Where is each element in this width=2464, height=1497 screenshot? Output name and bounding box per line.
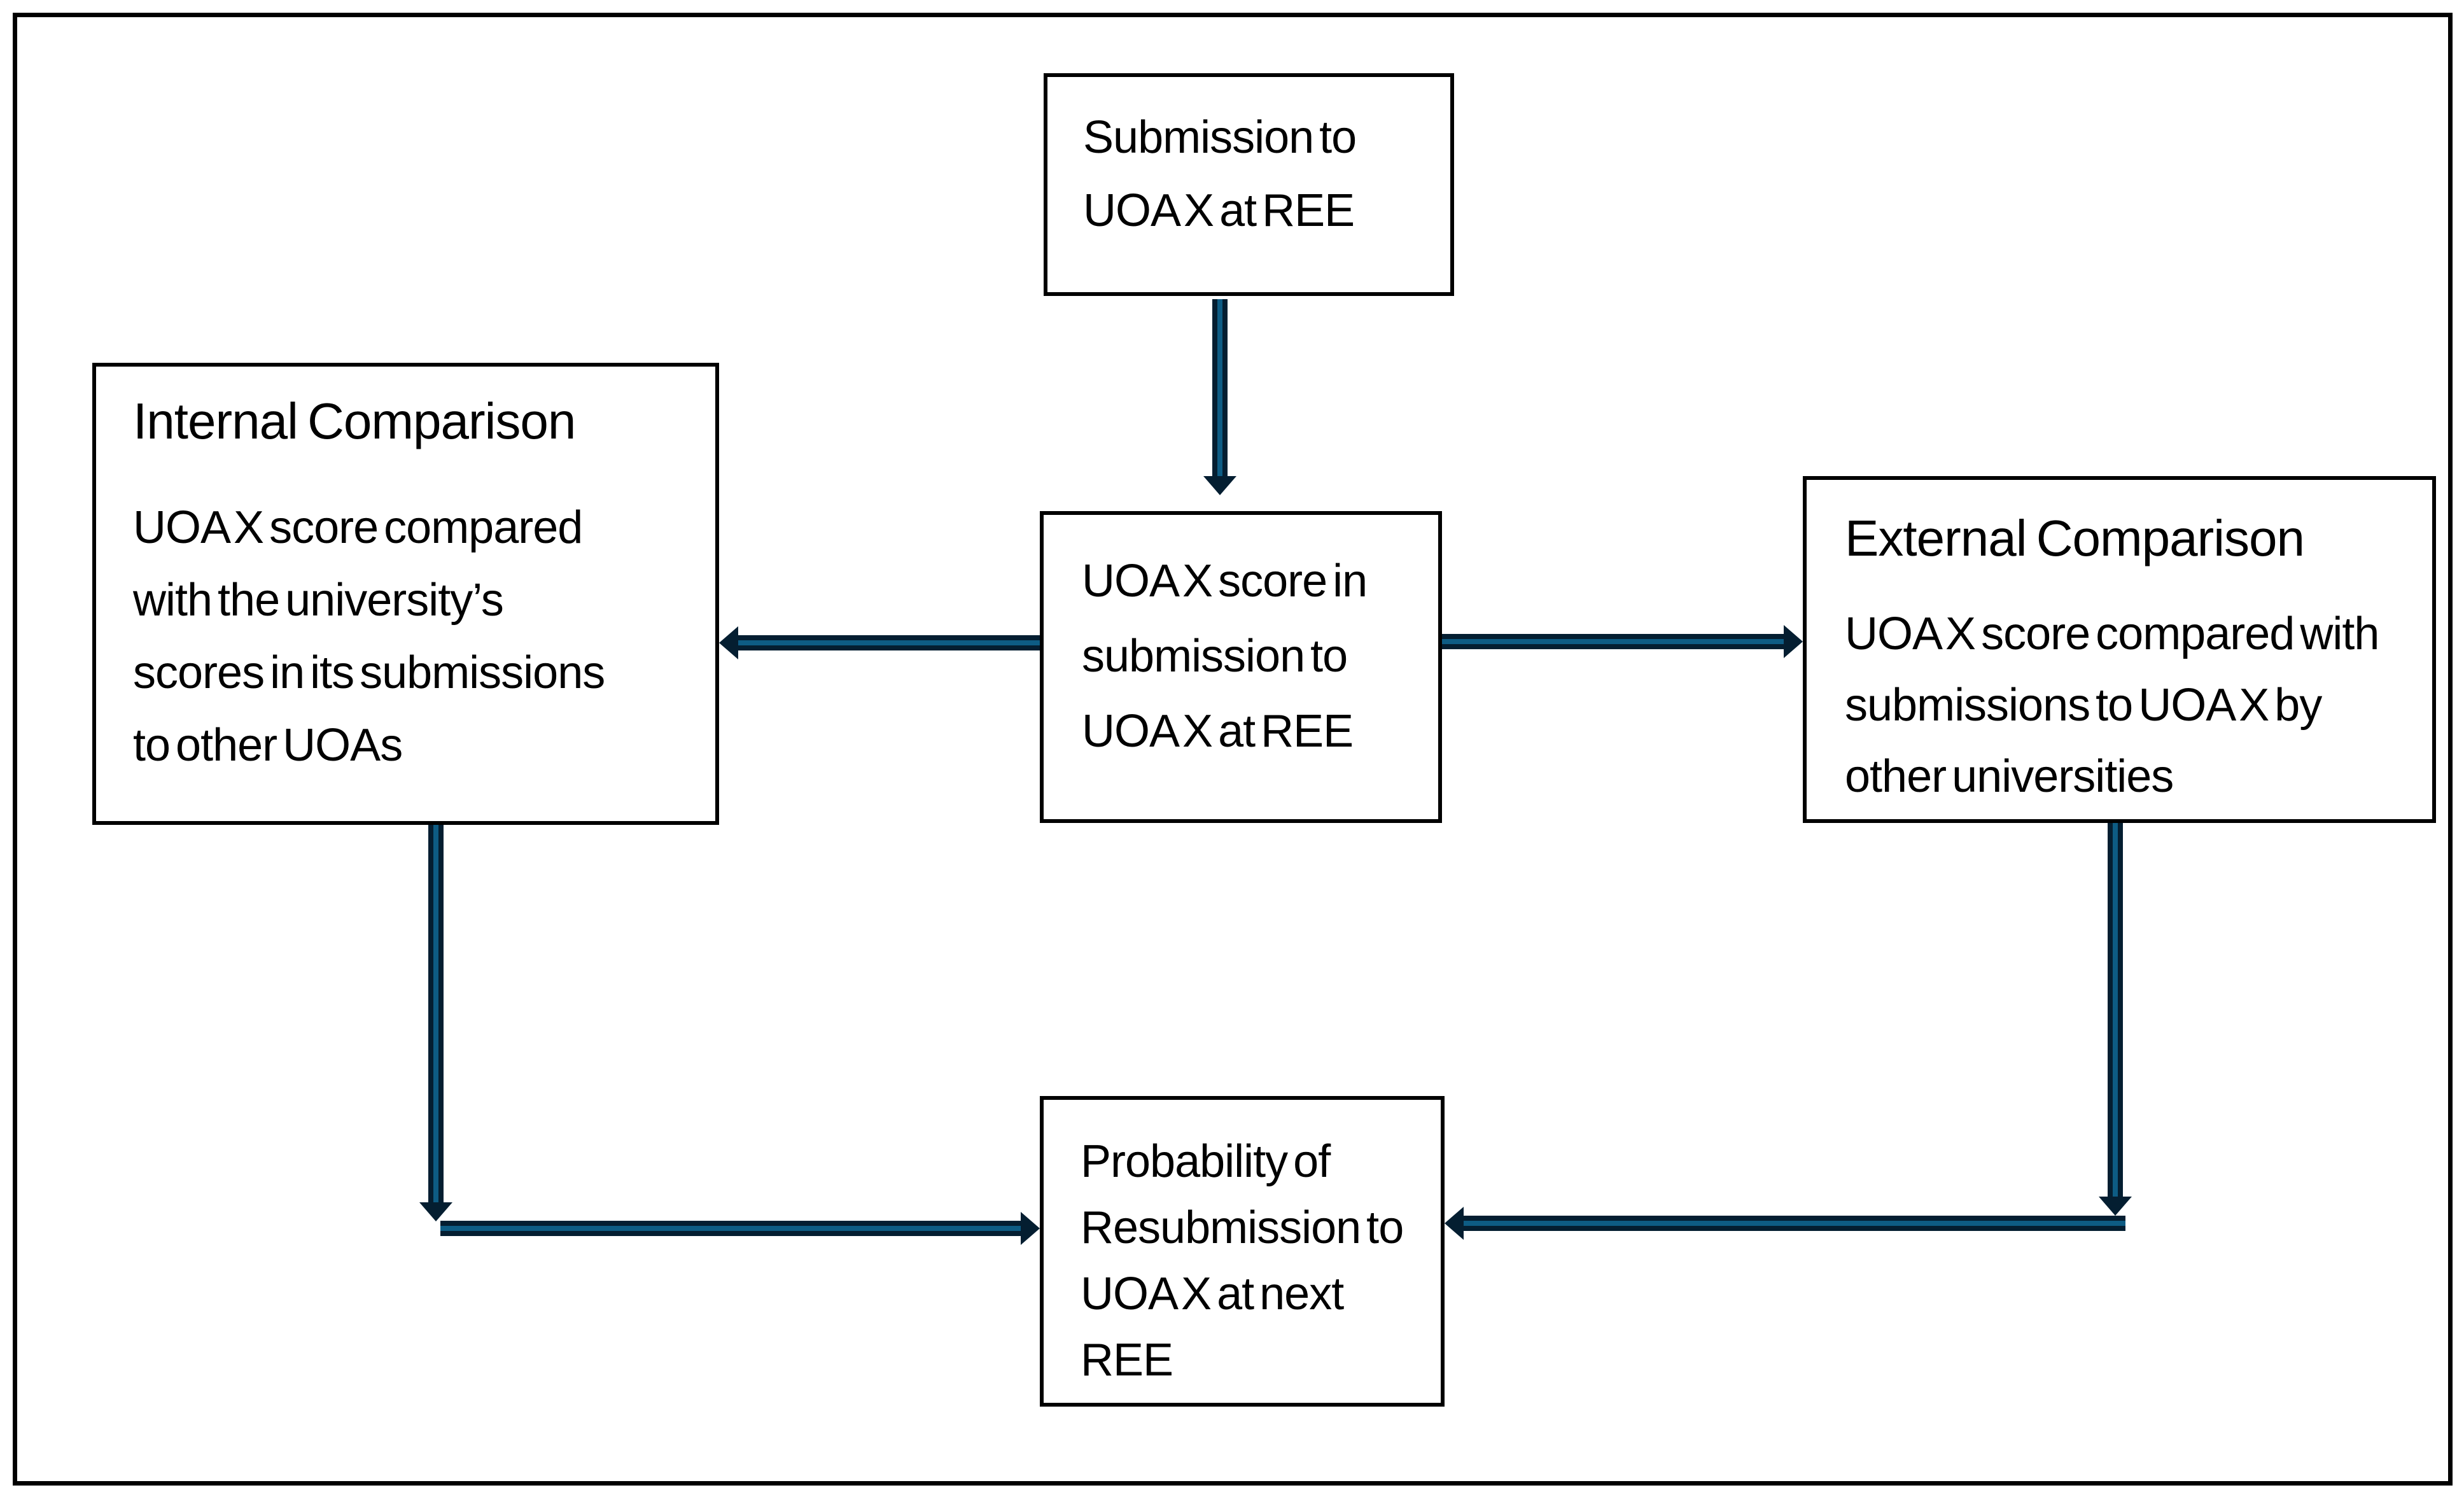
- probability-box-line: Resubmission to: [1081, 1202, 1404, 1253]
- score-box-line: UOA X score in: [1082, 556, 1368, 607]
- arrow-score-to-external-head-right-icon: [1784, 625, 1803, 658]
- diagram-outer-frame: [13, 13, 2453, 1486]
- internal-box-line: UOA X score compared: [133, 502, 583, 553]
- internal-box-line: to other UOAs: [133, 720, 403, 771]
- probability-box-line: Probability of: [1081, 1136, 1331, 1187]
- internal-comparison-box: Internal Comparison UOA X score compared…: [92, 363, 719, 825]
- arrow-submission-to-score-shaft: [1212, 299, 1228, 476]
- internal-box-line: scores in its submissions: [133, 647, 605, 698]
- arrow-external-down-shaft: [2108, 823, 2123, 1197]
- submission-box-line: Submission to: [1083, 112, 1357, 163]
- probability-box-line: REE: [1081, 1335, 1173, 1386]
- internal-comparison-heading: Internal Comparison: [133, 393, 576, 449]
- arrow-internal-to-probability-shaft: [440, 1221, 1021, 1236]
- external-comparison-heading: External Comparison: [1845, 510, 2305, 566]
- external-comparison-box: External Comparison UOA X score compared…: [1803, 476, 2436, 823]
- probability-box: Probability of Resubmission to UOA X at …: [1040, 1096, 1445, 1407]
- score-box-line: submission to: [1082, 631, 1348, 682]
- external-comparison-body: UOA X score compared with submissions to…: [1845, 598, 2423, 812]
- arrow-submission-to-score-head-down-icon: [1203, 476, 1236, 495]
- score-box-line: UOA X at REE: [1082, 706, 1354, 757]
- arrow-score-to-external-shaft: [1442, 634, 1784, 649]
- probability-box-line: UOA X at next: [1081, 1269, 1344, 1319]
- arrow-internal-down-head-icon: [419, 1202, 452, 1221]
- external-box-line: UOA X score compared with: [1845, 608, 2379, 659]
- arrow-internal-to-probability-head-right-icon: [1021, 1212, 1040, 1245]
- arrow-external-to-probability-head-left-icon: [1445, 1207, 1464, 1240]
- internal-box-line: with the university’s: [133, 575, 504, 626]
- internal-comparison-body: UOA X score compared with the university…: [133, 491, 706, 782]
- arrow-external-to-probability-shaft: [1464, 1216, 2125, 1231]
- submission-box: Submission to UOA X at REE: [1044, 73, 1454, 296]
- arrow-internal-down-shaft: [428, 825, 444, 1202]
- submission-box-line: UOA X at REE: [1083, 185, 1355, 236]
- arrow-score-to-internal-head-left-icon: [719, 626, 738, 659]
- arrow-external-down-head-icon: [2099, 1197, 2132, 1216]
- external-box-line: submissions to UOA X by: [1845, 680, 2322, 731]
- score-box: UOA X score in submission to UOA X at RE…: [1040, 511, 1442, 823]
- external-box-line: other universities: [1845, 751, 2174, 802]
- arrow-score-to-internal-shaft: [738, 635, 1040, 650]
